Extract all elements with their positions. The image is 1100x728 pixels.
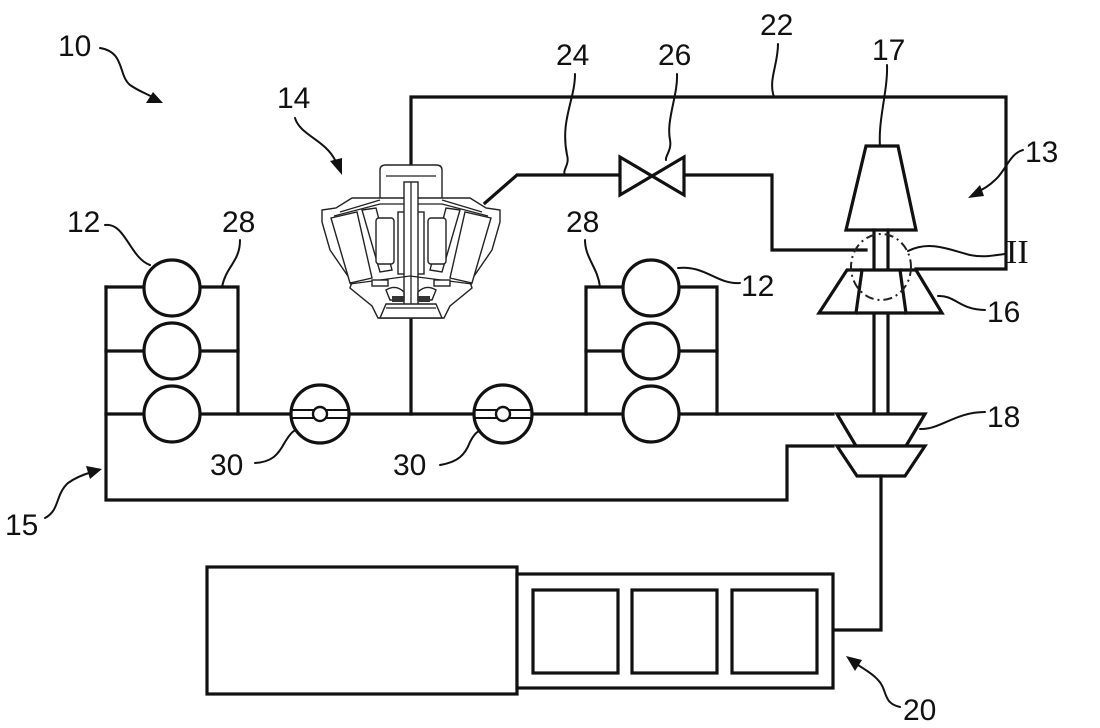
reference-labels: 10 14 12 28 28 12 24 26 22 17 13 II 16 1… [5,9,1058,727]
engine-cell [730,588,819,675]
valve-26-icon [618,154,686,198]
line-22 [409,95,1008,271]
engine-cell [630,588,719,675]
engine-block [205,565,519,696]
cylinder-icon [621,384,681,444]
label-17: 17 [872,34,905,67]
right-cylinder-bank [584,258,719,444]
pump-to-engine-line [831,474,883,632]
label-24: 24 [556,39,589,72]
label-16: 16 [987,296,1020,329]
detail-II-circle [850,233,912,301]
label-20: 20 [903,694,936,727]
pump-18-icon [834,412,928,478]
cylinder-icon [621,258,681,318]
shaft [872,228,890,416]
cylinder-icon [142,384,202,444]
line-24 [482,173,868,252]
label-II: II [1006,234,1029,271]
outer-loop-15 [104,285,835,502]
label-30-right: 30 [393,449,426,482]
label-28-right: 28 [566,206,599,239]
label-12-right: 12 [741,270,774,303]
label-26: 26 [658,39,691,72]
cylinder-icon [621,321,681,381]
label-15: 15 [5,509,38,542]
label-28-left: 28 [222,206,255,239]
flow-meter-left [289,383,351,445]
label-18: 18 [987,401,1020,434]
label-30-left: 30 [210,449,243,482]
label-14: 14 [277,82,310,115]
left-cylinder-bank [104,258,240,444]
flow-meter-right [472,383,534,445]
label-13: 13 [1025,136,1058,169]
compressor-stage-17-icon [843,144,918,232]
turbine-16-icon [816,268,945,315]
label-12-left: 12 [67,206,100,239]
leader-lines [44,43,1024,708]
engine-cell [531,588,620,675]
cylinder-icon [142,321,202,381]
separator-14-icon [321,164,501,319]
cylinder-icon [142,258,202,318]
label-22: 22 [760,9,793,42]
engine-20 [205,565,835,696]
label-10: 10 [58,30,91,63]
